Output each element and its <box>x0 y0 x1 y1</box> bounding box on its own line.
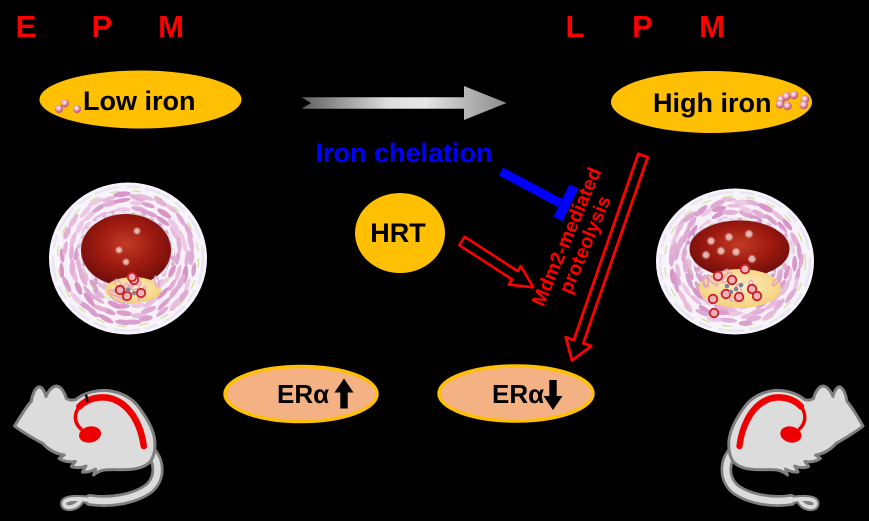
svg-text:Low iron: Low iron <box>83 86 195 116</box>
svg-text:ERα: ERα <box>492 379 544 409</box>
svg-text:E: E <box>16 9 37 44</box>
svg-text:M: M <box>158 9 184 44</box>
svg-text:P: P <box>632 9 653 44</box>
svg-text:High iron: High iron <box>653 88 771 118</box>
svg-text:M: M <box>699 9 725 44</box>
svg-text:ERα: ERα <box>277 379 329 409</box>
svg-text:L: L <box>566 9 585 44</box>
svg-text:Iron chelation: Iron chelation <box>315 138 492 168</box>
svg-text:HRT: HRT <box>370 218 426 248</box>
svg-text:P: P <box>92 9 113 44</box>
